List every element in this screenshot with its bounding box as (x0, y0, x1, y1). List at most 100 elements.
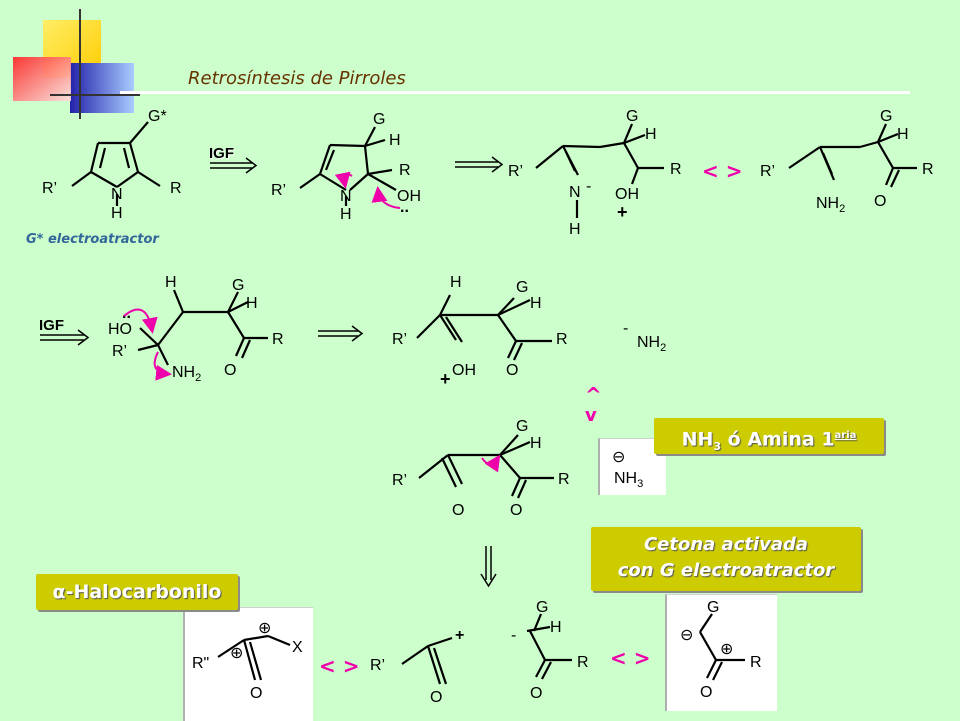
charge-minus: - (623, 320, 628, 337)
atom-o: O (506, 362, 518, 379)
slide-title: Retrosíntesis de Pirroles (188, 68, 406, 89)
cetona-line-1: Cetona activada (643, 534, 809, 555)
amine-sub: 3 (713, 440, 722, 454)
enolate-minus-charge: ⊖ (680, 627, 693, 644)
curved-arrow (481, 454, 501, 473)
nh3-minus-charge: ⊖ (612, 449, 625, 466)
atom-nh2: NH2 (637, 334, 666, 354)
igf-arrow-2 (40, 329, 90, 346)
igf-arrow-1 (210, 157, 258, 174)
atom-r: R (170, 180, 182, 197)
atom-g: G (880, 108, 892, 125)
atom-o: O (430, 689, 442, 706)
halocarbonilo-text: -Halocarbonilo (65, 581, 222, 603)
atom-n: N (111, 186, 123, 203)
cyclic-hemiaminal (299, 126, 397, 206)
title-underline (120, 91, 910, 94)
atom-r-prime: R’ (392, 331, 407, 348)
atom-r: R (750, 654, 762, 671)
retro-symbol-3: < > (610, 646, 650, 670)
atom-g: G (516, 279, 528, 296)
curved-arrow (123, 308, 158, 334)
atom-ho: HO (108, 321, 132, 338)
activated-ketone-callout: Cetona activada con G electroatractor (591, 527, 861, 591)
atom-r-double-prime: R" (192, 655, 209, 672)
acylium-synthon (401, 636, 453, 685)
open-chain-ion (535, 123, 664, 218)
atom-g: G (516, 418, 528, 435)
enolate-plus-charge: ⊕ (720, 641, 733, 658)
atom-o: O (874, 193, 886, 210)
atom-r: R (556, 331, 568, 348)
oxocarbenium-ketone (416, 294, 552, 361)
atom-r: R (670, 161, 682, 178)
atom-r: R (399, 162, 411, 179)
retro-arrow-2 (318, 325, 364, 342)
curved-arrow (371, 186, 401, 209)
amine-text: ó Amina 1 (721, 428, 835, 451)
atom-o: O (224, 362, 236, 379)
atom-n: N (569, 184, 581, 201)
atom-oh: OH (452, 362, 476, 379)
down-retro-arrow (480, 546, 497, 588)
atom-o: O (250, 685, 262, 702)
acyclic-hemiaminal (137, 289, 268, 366)
logo-squares (13, 9, 140, 119)
atom-o: O (510, 502, 522, 519)
halocarbonyl-structure (217, 634, 291, 681)
charge-plus: + (440, 369, 451, 389)
retro-caret-up: ^ (585, 383, 602, 407)
atom-h: H (340, 206, 352, 223)
atom-h: H (569, 221, 581, 238)
halo-plus-alpha: ⊕ (258, 620, 271, 637)
atom-h: H (111, 205, 123, 222)
halo-plus-carbonyl: ⊕ (230, 645, 243, 662)
atom-g: G (626, 108, 638, 125)
note-label: G* electroatractor (26, 232, 159, 247)
atom-h: H (897, 126, 909, 143)
atom-o: O (530, 685, 542, 702)
atom-nh2: NH2 (816, 195, 845, 215)
atom-g: G (707, 599, 719, 616)
amine-callout: NH3 ó Amina 1aria (654, 418, 884, 454)
atom-r: R (272, 331, 284, 348)
pyrrole-structure (71, 121, 161, 206)
atom-h: H (389, 132, 401, 149)
lone-pair: .. (400, 199, 409, 216)
atom-h: H (530, 295, 542, 312)
atom-r-prime: R’ (370, 657, 385, 674)
retro-arrow-1 (455, 156, 504, 173)
atom-g: G (536, 599, 548, 616)
charge-plus: + (617, 202, 628, 222)
amine-sup: aria (834, 430, 857, 441)
retro-symbol-2: < > (319, 654, 359, 678)
atom-n: N (340, 188, 352, 205)
igf-label-2: IGF (39, 317, 64, 334)
atom-r-prime: R’ (760, 163, 775, 180)
atom-r-prime: R’ (42, 180, 57, 197)
atom-r-prime: R’ (271, 182, 286, 199)
atom-h: H (246, 295, 258, 312)
igf-label-1: IGF (209, 145, 234, 162)
alpha-symbol: α (52, 581, 66, 603)
atom-nh3: NH3 (614, 470, 643, 490)
atom-h: H (645, 126, 657, 143)
charge-plus: + (455, 627, 464, 644)
atom-g: G (232, 277, 244, 294)
atom-o: O (700, 684, 712, 701)
curved-arrow (153, 351, 172, 381)
atom-r: R (922, 161, 934, 178)
atom-x: X (292, 639, 303, 656)
atom-h: H (450, 274, 462, 291)
charge-minus: - (511, 627, 516, 644)
atom-oh: OH (397, 188, 421, 205)
atom-g: G (373, 111, 385, 128)
enolate-synthon (526, 613, 572, 680)
atom-o: O (452, 502, 464, 519)
curved-arrow (334, 171, 353, 189)
retro-symbol-1: < > (702, 159, 742, 183)
atom-r: R (577, 654, 589, 671)
atom-nh2: NH2 (172, 364, 201, 384)
enolate-panel (665, 594, 777, 711)
